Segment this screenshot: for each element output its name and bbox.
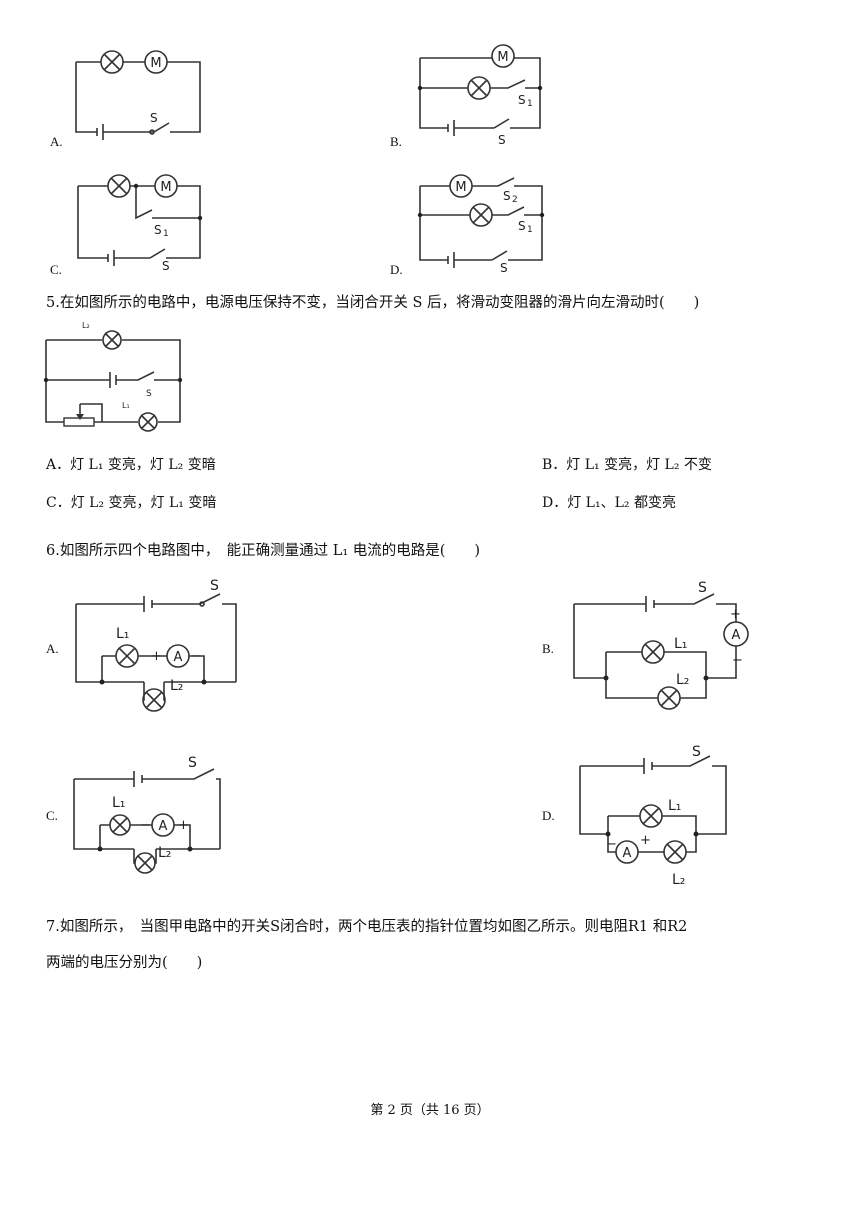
svg-text:M: M — [497, 50, 508, 65]
q6-circuit-a: A S L₁ L₂ + − — [75, 578, 237, 712]
motor-icon: M — [491, 44, 515, 68]
q7-stem-line-2: 两端的电压分别为( ) — [46, 955, 203, 971]
svg-text:A: A — [732, 628, 741, 643]
svg-text:M: M — [150, 56, 161, 71]
svg-text:M: M — [160, 180, 171, 195]
q6-option-d-label: D. — [542, 808, 555, 823]
svg-text:A: A — [159, 819, 168, 834]
svg-text:L₁: L₁ — [112, 795, 125, 811]
lamp-icon — [107, 174, 131, 198]
motor-icon: M — [449, 174, 473, 198]
svg-text:S: S — [500, 261, 508, 275]
svg-text:S: S — [146, 389, 152, 399]
ammeter-icon: A — [151, 813, 175, 837]
svg-text:−: − — [606, 837, 617, 852]
q6-option-c-label: C. — [46, 808, 58, 823]
lamp-icon — [663, 840, 687, 864]
q5-option-d[interactable]: D．灯 L₁、L₂ 都变亮 — [542, 495, 676, 511]
motor-icon: M — [144, 50, 168, 74]
lamp-icon — [639, 804, 663, 828]
svg-text:S: S — [503, 189, 511, 203]
svg-text:S: S — [188, 755, 197, 771]
q6-circuit-c: A S L₁ L₂ − + — [73, 755, 221, 874]
q6-circuit-d: A S L₁ L₂ − + — [579, 744, 727, 888]
svg-text:S: S — [518, 219, 526, 233]
lamp-icon — [142, 688, 166, 712]
q5-option-a[interactable]: A．灯 L₁ 变亮，灯 L₂ 变暗 — [46, 457, 216, 473]
q4-option-d-label: D. — [390, 262, 403, 277]
svg-text:A: A — [623, 846, 632, 861]
page-footer: 第 2 页（共 16 页） — [370, 1103, 490, 1118]
svg-text:2: 2 — [512, 195, 518, 205]
lamp-icon — [469, 203, 493, 227]
svg-text:1: 1 — [163, 229, 169, 239]
svg-text:L₂: L₂ — [158, 845, 171, 861]
q4-option-a-label: A. — [50, 134, 63, 149]
q6-option-a-label: A. — [46, 641, 59, 656]
lamp-icon — [100, 50, 124, 74]
svg-text:−: − — [140, 818, 151, 833]
svg-text:1: 1 — [527, 99, 533, 109]
svg-text:L₂: L₂ — [676, 672, 689, 688]
lamp-icon — [467, 76, 491, 100]
svg-text:1: 1 — [527, 225, 533, 235]
svg-text:+: + — [730, 607, 741, 622]
svg-text:S: S — [698, 580, 707, 596]
svg-text:L₁: L₁ — [668, 798, 681, 814]
svg-text:S: S — [498, 133, 506, 147]
q4-circuit-a: M S — [75, 50, 201, 140]
svg-text:+: + — [178, 818, 189, 833]
lamp-icon — [138, 412, 158, 432]
svg-text:S: S — [518, 93, 526, 107]
svg-text:S: S — [692, 744, 701, 760]
lamp-icon — [109, 814, 131, 836]
svg-text:M: M — [455, 180, 466, 195]
svg-text:L₁: L₁ — [116, 626, 129, 642]
q4-option-c-label: C. — [50, 262, 62, 277]
svg-text:L₁: L₁ — [122, 401, 130, 410]
svg-text:L₂: L₂ — [170, 678, 183, 694]
lamp-icon — [134, 852, 156, 874]
svg-text:L₁: L₁ — [674, 636, 687, 652]
lamp-icon — [657, 686, 681, 710]
lamp-icon — [102, 330, 122, 350]
lamp-icon — [115, 644, 139, 668]
ammeter-icon: A — [166, 644, 190, 668]
svg-text:A: A — [174, 650, 183, 665]
svg-text:L₂: L₂ — [82, 321, 90, 330]
ammeter-icon: A — [615, 840, 639, 864]
q7-stem-line-1: 7.如图所示， 当图甲电路中的开关S闭合时，两个电压表的指针位置均如图乙所示。则… — [46, 919, 688, 935]
svg-text:+: + — [151, 649, 162, 664]
q5-option-b[interactable]: B．灯 L₁ 变亮，灯 L₂ 不变 — [542, 457, 712, 473]
q6-stem: 6.如图所示四个电路图中， 能正确测量通过 L₁ 电流的电路是( ) — [46, 543, 481, 559]
svg-text:S: S — [210, 578, 219, 594]
q5-circuit: L₂ L₁ S — [43, 321, 183, 432]
ammeter-icon: A — [723, 621, 749, 647]
svg-text:S: S — [150, 111, 158, 125]
q5-option-c[interactable]: C．灯 L₂ 变亮，灯 L₁ 变暗 — [46, 495, 217, 511]
motor-icon: M — [154, 174, 178, 198]
svg-text:S: S — [162, 259, 170, 273]
q6-circuit-b: A S L₁ L₂ + − — [573, 580, 749, 710]
svg-text:−: − — [191, 649, 202, 664]
lamp-icon — [641, 640, 665, 664]
svg-text:+: + — [640, 833, 651, 848]
q5-stem: 5.在如图所示的电路中，电源电压保持不变，当闭合开关 S 后，将滑动变阻器的滑片… — [46, 295, 700, 311]
q4-option-b-label: B. — [390, 134, 402, 149]
svg-text:−: − — [732, 653, 743, 668]
svg-text:L₂: L₂ — [672, 872, 685, 888]
svg-text:S: S — [154, 223, 162, 237]
q6-option-b-label: B. — [542, 641, 554, 656]
